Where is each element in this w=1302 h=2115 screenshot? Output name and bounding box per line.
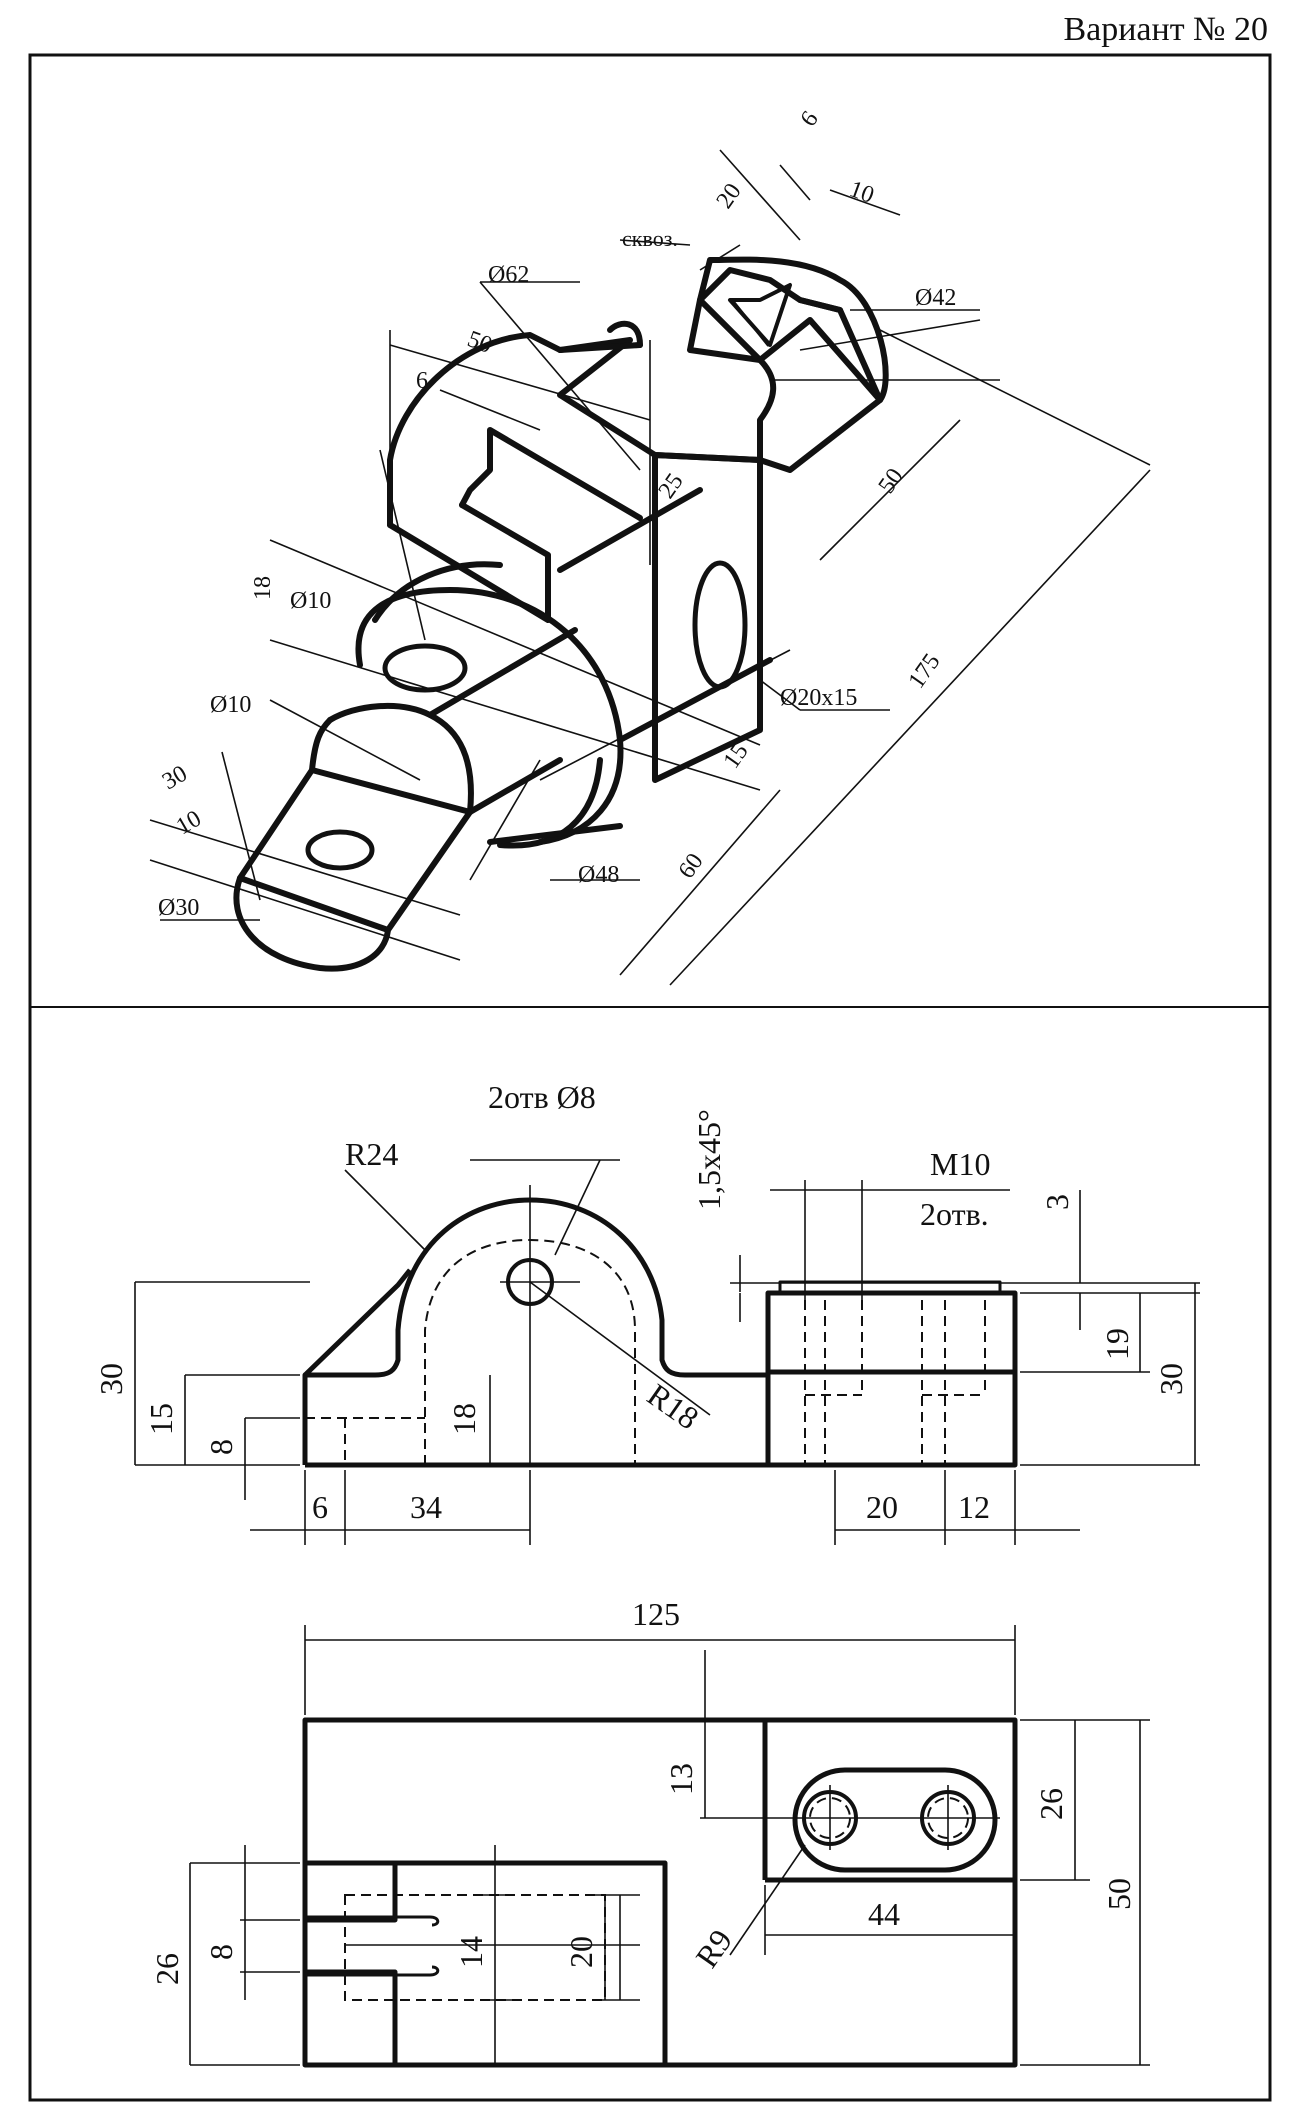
front-dim-12: 12 [958,1489,990,1525]
top-view: 125 13 26 50 R9 44 26 8 14 20 [149,1596,1150,2068]
variant-label: Вариант № 20 [1063,11,1268,48]
front-dim-m10: M10 [930,1146,990,1182]
front-dim-r24: R24 [345,1136,398,1172]
front-dim-34: 34 [410,1489,442,1525]
top-dim-26-right: 26 [1033,1788,1069,1820]
front-dim-30-left: 30 [93,1363,129,1395]
front-dim-18: 18 [446,1403,482,1435]
front-dim-30-right: 30 [1153,1363,1189,1395]
top-dim-26-left: 26 [149,1953,185,1985]
iso-dim-6-top: 6 [796,107,824,132]
top-dim-20: 20 [563,1936,599,1968]
iso-dim-175: 175 [904,649,946,693]
front-dim-2holes-dia8: 2отв Ø8 [488,1079,596,1115]
top-dim-14: 14 [453,1936,489,1968]
sheet-frame [28,53,1272,2102]
iso-label-skvoz: сквоз. [622,226,678,251]
top-dim-13: 13 [663,1763,699,1795]
front-dim-19: 19 [1099,1328,1135,1360]
front-dim-8: 8 [203,1439,239,1455]
front-dim-chamfer: 1,5x45° [691,1109,727,1210]
iso-dim-dia10-lower: Ø10 [210,692,251,718]
iso-dim-dia20x15: Ø20x15 [780,685,857,711]
iso-dim-30: 30 [158,761,192,796]
top-dim-50: 50 [1101,1878,1137,1910]
front-dim-2holes: 2отв. [920,1196,989,1232]
iso-dim-20: 20 [712,179,747,214]
front-dim-15: 15 [143,1403,179,1435]
front-dim-3: 3 [1039,1194,1075,1210]
iso-dim-18: 18 [250,576,276,600]
top-dim-44: 44 [868,1896,900,1932]
front-dim-20: 20 [866,1489,898,1525]
top-dim-125: 125 [632,1596,680,1632]
top-dim-8: 8 [203,1944,239,1960]
front-view: 2отв Ø8 R24 1,5x45° M10 2отв. 3 30 15 8 … [93,1079,1200,1545]
iso-dim-dia48: Ø48 [578,862,619,888]
iso-dim-6-slot: 6 [416,368,428,394]
iso-dim-dia30: Ø30 [158,895,199,921]
iso-dim-dia42: Ø42 [915,285,956,311]
front-dim-r18: R18 [641,1376,705,1436]
iso-dim-dia62: Ø62 [488,262,529,288]
iso-dim-10: 10 [846,176,877,209]
iso-dim-dia10-upper: Ø10 [290,588,331,614]
isometric-view: 6 20 10 сквоз. Ø62 Ø42 50 6 25 50 18 Ø10… [149,107,1151,986]
iso-dim-50-right: 50 [874,464,909,499]
top-dim-r9: R9 [688,1923,739,1974]
front-dim-6: 6 [312,1489,328,1525]
